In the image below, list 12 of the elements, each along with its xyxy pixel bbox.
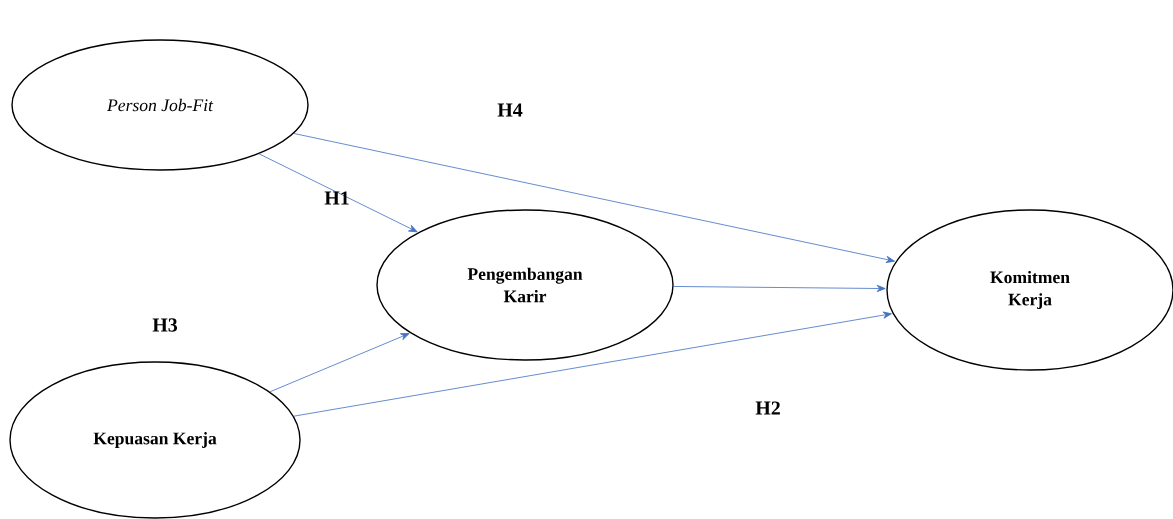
hypothesis-label: H4 <box>497 103 523 117</box>
ellipse-node: Pengembangan Karir <box>376 209 674 361</box>
ellipse-node: Person Job-Fit <box>11 39 309 171</box>
arrow <box>258 153 418 233</box>
hypothesis-label: H3 <box>152 318 178 332</box>
arrow <box>269 333 410 393</box>
arrow <box>293 311 892 417</box>
hypothesis-label: H1 <box>324 191 349 205</box>
ellipse-node: Kepuasan Kerja <box>9 361 301 519</box>
arrow <box>293 133 895 263</box>
hypothesis-label: H2 <box>755 401 780 415</box>
arrow <box>673 284 886 293</box>
